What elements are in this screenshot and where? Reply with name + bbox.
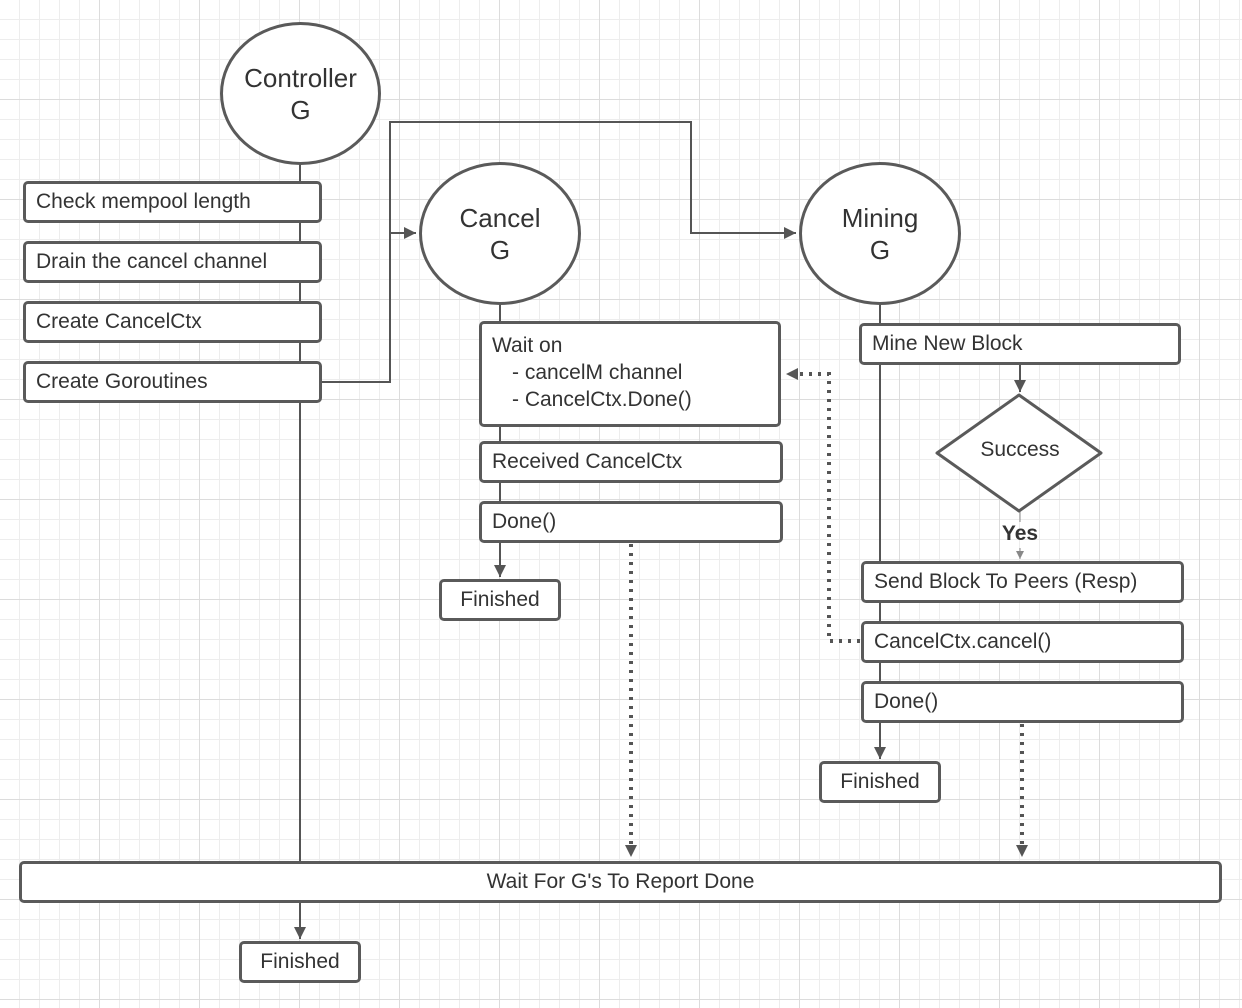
cancel-subtitle: G <box>489 234 511 265</box>
mine-new-block-step: Mine New Block <box>859 323 1181 365</box>
drain-cancel-channel-step: Drain the cancel channel <box>23 241 322 283</box>
success-decision-label: Success <box>980 438 1060 461</box>
wait-on-step: Wait on - cancelM channel - CancelCtx.Do… <box>479 321 781 427</box>
send-block-to-peers-step: Send Block To Peers (Resp) <box>861 561 1184 603</box>
mining-goroutine-node: Mining G <box>799 162 961 305</box>
cancel-done-step: Done() <box>479 501 783 543</box>
wait-on-item: - CancelCtx.Done() <box>512 388 692 411</box>
controller-title: Controller <box>244 62 357 93</box>
wait-for-goroutines-step: Wait For G's To Report Done <box>19 861 1222 903</box>
wait-on-item: - cancelM channel <box>512 361 683 384</box>
received-cancelctx-step: Received CancelCtx <box>479 441 783 483</box>
create-cancelctx-step: Create CancelCtx <box>23 301 322 343</box>
controller-subtitle: G <box>290 94 311 125</box>
cancel-signal-dotted-arrow <box>786 368 860 643</box>
check-mempool-step: Check mempool length <box>23 181 322 223</box>
create-goroutines-to-mining-arrow <box>389 121 796 239</box>
cancel-title: Cancel <box>459 202 541 233</box>
mining-done-step: Done() <box>861 681 1184 723</box>
controller-goroutine-node: Controller G <box>220 22 381 165</box>
cancel-finished-terminal: Finished <box>439 579 561 621</box>
cancel-goroutine-node: Cancel G <box>419 162 581 305</box>
mining-title: Mining <box>841 202 919 233</box>
controller-finished-terminal: Finished <box>239 941 361 983</box>
wait-on-title: Wait on <box>492 334 563 357</box>
mining-finished-terminal: Finished <box>819 761 941 803</box>
success-decision-diamond <box>935 393 1103 513</box>
mining-subtitle: G <box>869 234 891 265</box>
create-goroutines-to-cancel-arrow <box>322 227 416 383</box>
cancelctx-cancel-step: CancelCtx.cancel() <box>861 621 1184 663</box>
yes-branch-label: Yes <box>1001 522 1039 545</box>
create-goroutines-step: Create Goroutines <box>23 361 322 403</box>
